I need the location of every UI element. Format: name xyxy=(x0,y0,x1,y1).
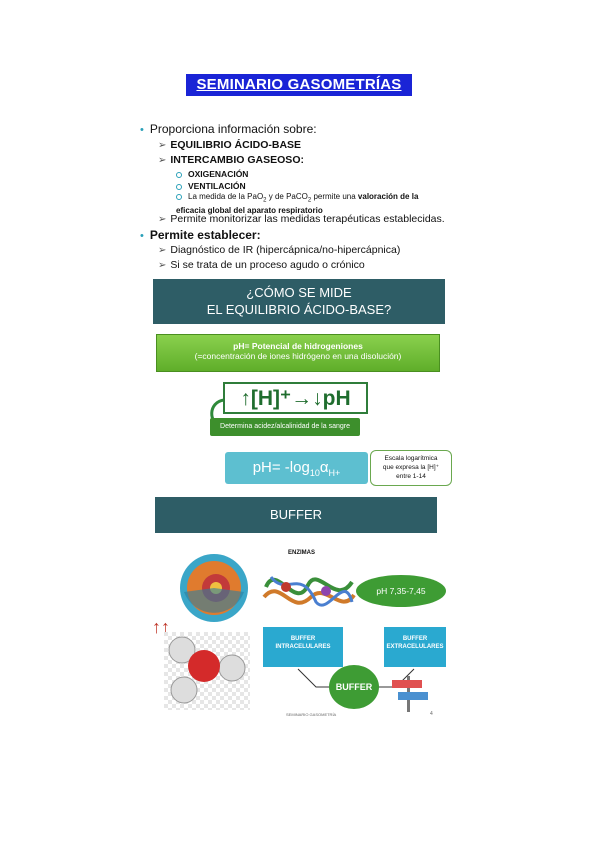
sub-ventilacion: VENTILACIÓN xyxy=(188,181,246,191)
determina-label: Determina acidez/alcalinidad de la sangr… xyxy=(210,418,360,436)
formula-sub: 10 xyxy=(309,468,320,478)
callout-line-2: que expresa la [H]⁺ xyxy=(382,464,440,471)
callout-line-1: Escala logarítmica xyxy=(384,455,438,462)
item-ir: Diagnóstico de IR (hipercápnica/no-hiper… xyxy=(170,244,401,256)
measure-text-bold: valoración de la eficacia global del apa… xyxy=(176,192,419,215)
question-line-2: EL EQUILIBRIO ÁCIDO-BASE? xyxy=(206,302,392,317)
arrow-icon: ➢ xyxy=(158,214,167,225)
h-ph-relation: ↑[H]⁺→↓pH xyxy=(223,382,368,414)
callout-line-3: entre 1-14 xyxy=(396,473,426,480)
arrow-icon: ➢ xyxy=(158,260,167,271)
formula-main: pH= -log xyxy=(252,459,310,476)
ph-formula: pH= -log10αH+ xyxy=(225,452,368,484)
item-acid-base: EQUILIBRIO ÁCIDO-BASE xyxy=(170,139,302,151)
bullet-icon: • xyxy=(140,230,144,242)
list-item: ➢Si se trata de un proceso agudo o cróni… xyxy=(158,259,365,271)
list-item: ➢Permite monitorizar las medidas terapéu… xyxy=(158,213,445,225)
list-item: ➢INTERCAMBIO GASEOSO: xyxy=(158,154,304,166)
question-banner: ¿CÓMO SE MIDE EL EQUILIBRIO ÁCIDO-BASE? xyxy=(153,279,445,324)
arrow-icon: ➢ xyxy=(158,140,167,151)
buffer-intracelulares-box: BUFFER INTRACELULARES xyxy=(263,627,343,667)
ph-definition-title: pH= Potencial de hidrogeniones xyxy=(233,341,363,351)
slide-footer: SEMINARIO GASOMETRÍA xyxy=(286,712,337,717)
circle-bullet-icon xyxy=(176,193,182,200)
buffer-extra-label: BUFFER EXTRACELULARES xyxy=(386,636,444,650)
buffer-extracelulares-box: BUFFER EXTRACELULARES xyxy=(384,627,446,667)
enzimas-label: ENZIMAS xyxy=(288,550,315,556)
circle-bullet-icon xyxy=(176,171,182,178)
buffer-banner: BUFFER xyxy=(155,497,437,533)
measure-text-1: La medida de la PaO xyxy=(188,192,264,201)
measure-text-2: y de PaCO xyxy=(266,192,308,201)
circle-bullet-icon xyxy=(176,183,182,190)
list-item: • Proporciona información sobre: xyxy=(140,122,317,136)
item-monitor: Permite monitorizar las medidas terapéut… xyxy=(170,213,445,225)
sub-oxigenacion: OXIGENACIÓN xyxy=(188,169,249,179)
intro-text: Proporciona información sobre: xyxy=(149,122,317,136)
question-line-1: ¿CÓMO SE MIDE xyxy=(246,285,352,300)
list-item: ➢Diagnóstico de IR (hipercápnica/no-hipe… xyxy=(158,244,400,256)
arrow-left-icon xyxy=(297,668,334,688)
item-acute: Si se trata de un proceso agudo o crónic… xyxy=(170,259,365,271)
arrow-icon: ➢ xyxy=(158,155,167,166)
buffer-intra-label: BUFFER INTRACELULARES xyxy=(275,636,331,650)
list-item: • Permite establecer: xyxy=(140,228,261,242)
intro-establish: Permite establecer: xyxy=(149,228,261,242)
list-item: OXIGENACIÓN xyxy=(176,169,248,179)
page-title: SEMINARIO GASOMETRÍAS xyxy=(186,74,412,96)
formula-alpha: α xyxy=(319,459,329,476)
ph-range-badge: pH 7,35-7,45 xyxy=(356,575,446,607)
list-item: La medida de la PaO2 y de PaCO2 permite … xyxy=(176,192,419,215)
item-gas-exchange: INTERCAMBIO GASEOSO: xyxy=(170,154,304,166)
signpost-icon xyxy=(392,676,428,712)
measure-text-3: permite una xyxy=(311,192,358,201)
enzyme-icon xyxy=(256,557,360,619)
list-item: ➢EQUILIBRIO ÁCIDO-BASE xyxy=(158,139,301,151)
formula-alpha-sub: H+ xyxy=(328,468,341,478)
water-molecule-icon xyxy=(164,632,250,710)
arrow-icon: ➢ xyxy=(158,245,167,256)
cell-icon xyxy=(180,554,248,622)
bullet-icon: • xyxy=(140,124,144,136)
ph-definition-sub: (=concentración de iones hidrógeno en un… xyxy=(194,351,402,361)
page-number: 4 xyxy=(430,711,433,717)
log-scale-callout: Escala logarítmica que expresa la [H]⁺ e… xyxy=(370,450,452,486)
buffer-circle: BUFFER xyxy=(329,665,379,709)
ph-definition-box: pH= Potencial de hidrogeniones (=concent… xyxy=(156,334,440,372)
list-item: VENTILACIÓN xyxy=(176,181,246,191)
